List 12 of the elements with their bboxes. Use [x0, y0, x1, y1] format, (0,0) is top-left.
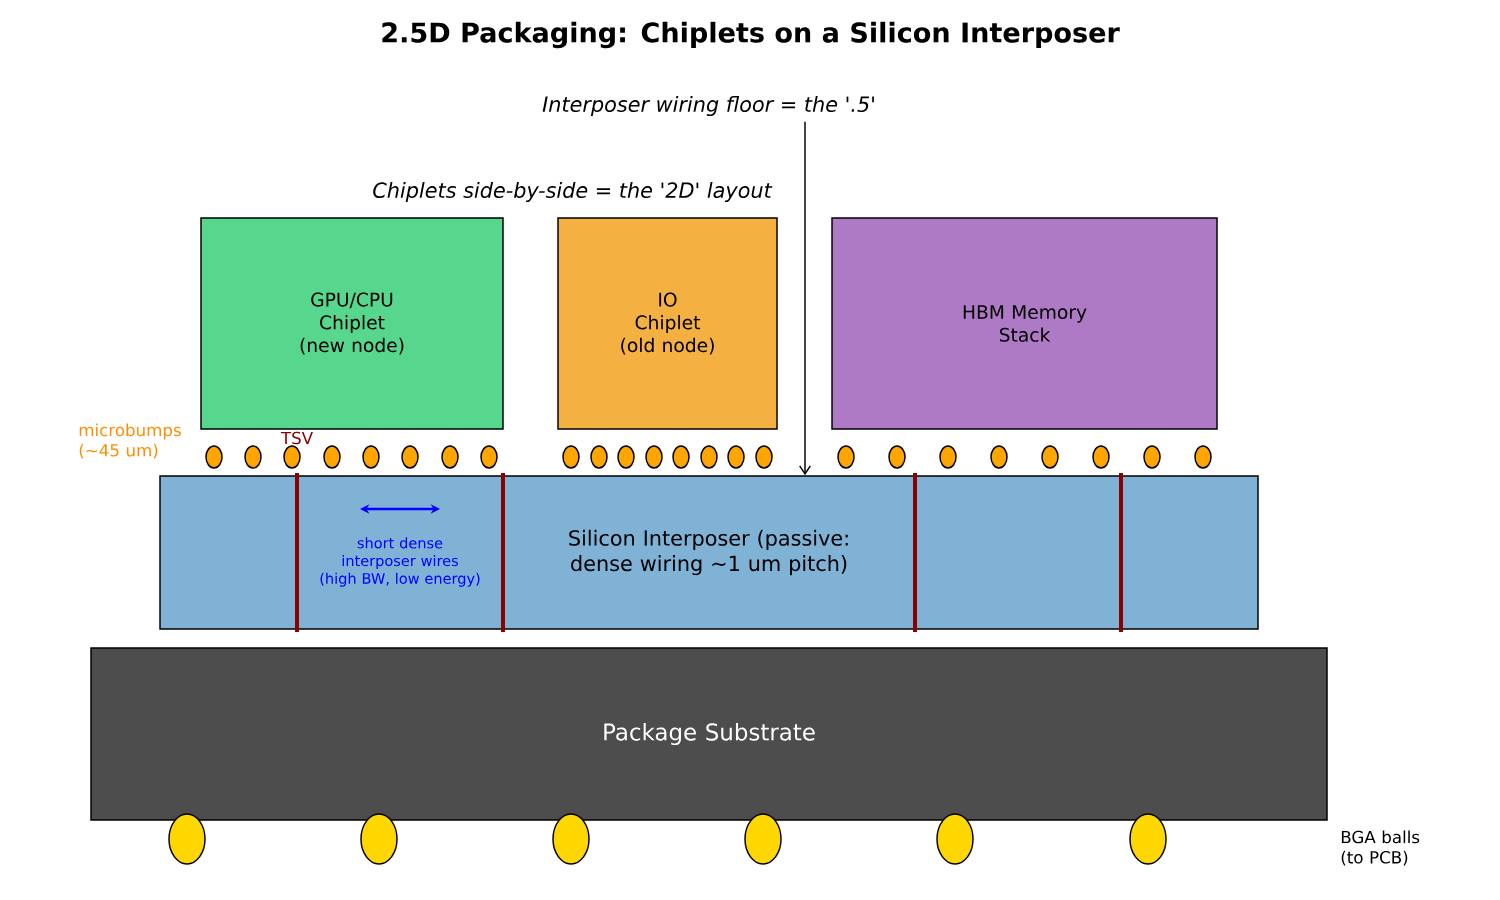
annotation-text: short dense interposer wires (high BW, low energy) [320, 537, 480, 587]
title: 2.5D Packaging: Chiplets on a Silicon Interposer [382, 21, 1120, 49]
caption-text: Chiplets side-by-side = the '2D' layout [373, 181, 773, 203]
annotation-text: BGA balls (to PCB) [1341, 830, 1420, 866]
callout-text: Interposer wiring floor = the '.5' [542, 95, 874, 117]
arrow [798, 120, 812, 476]
memory-stack-box: HBM Memory Stack [831, 217, 1218, 430]
via-label: TSV [280, 431, 313, 445]
substrate-layer: Package Substrate [90, 647, 1328, 821]
chiplet-box: IO Chiplet (old node) [557, 217, 778, 430]
chiplet-box: GPU/CPU Chiplet (new node) [200, 217, 504, 430]
annotation-text: microbumps (~45 um) [79, 423, 181, 459]
